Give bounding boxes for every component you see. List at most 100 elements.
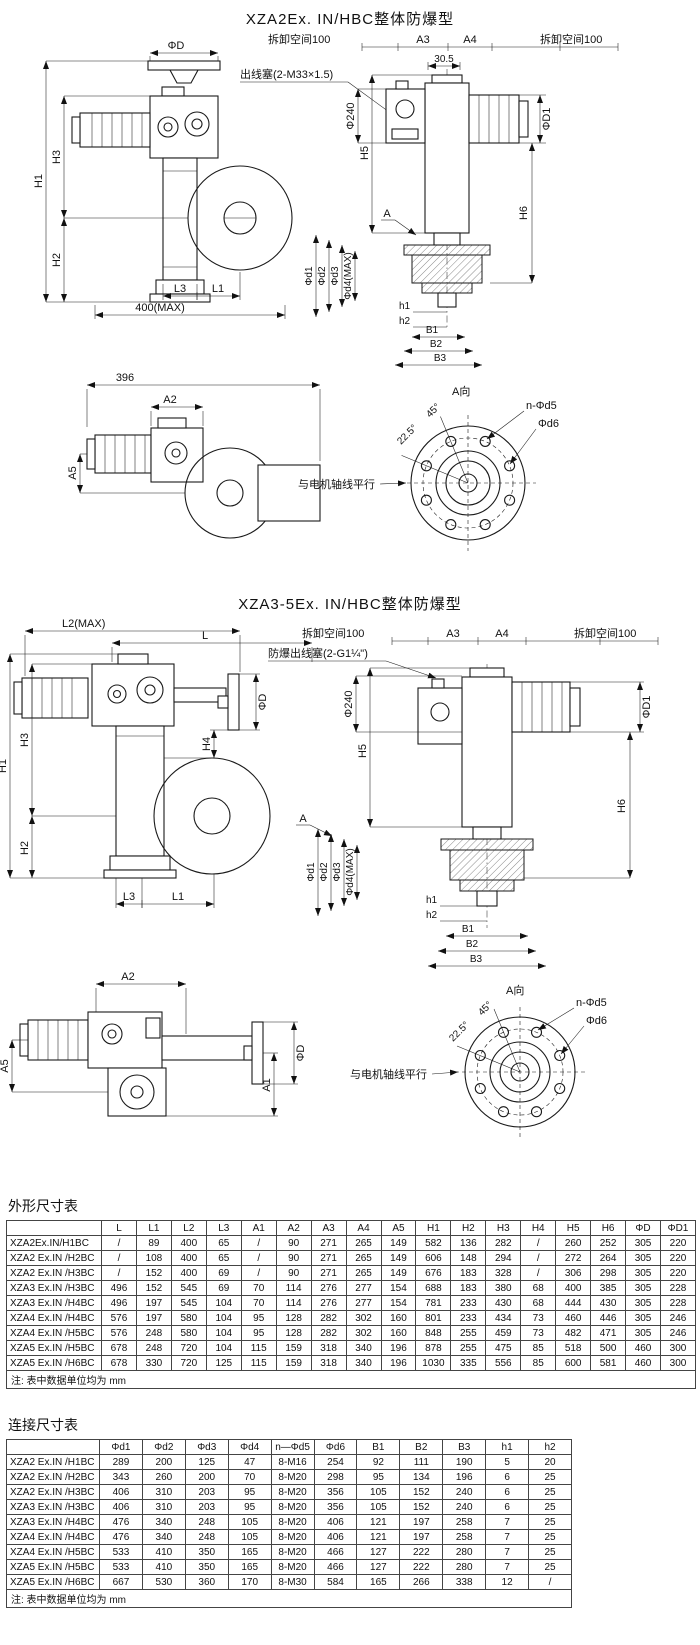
cell: 127 — [356, 1559, 401, 1575]
control-head — [149, 95, 219, 159]
cell: 678 — [101, 1340, 137, 1356]
callout-label-phid6: Φd6 — [538, 418, 559, 430]
dim-label-phid4: Φd4(MAX) — [343, 252, 354, 299]
row-header: XZA2 Ex.IN /H3BC — [6, 1265, 102, 1281]
worm-shaft — [173, 687, 227, 703]
callout-phid6: Φd6 — [509, 418, 559, 465]
dim-H2: H2 — [51, 218, 67, 302]
view-A-label: A — [383, 208, 391, 220]
cell: 8-M20 — [270, 1559, 315, 1575]
row-header: XZA5 Ex.IN /H6BC — [6, 1355, 102, 1371]
row-header: XZA5 Ex.IN /H6BC — [6, 1574, 100, 1590]
cell: 446 — [590, 1310, 627, 1326]
view-A-label: A — [299, 813, 307, 825]
dim-L3-L1: L3 L1 — [162, 272, 241, 300]
cell: 65 — [205, 1235, 242, 1251]
base-flange — [103, 855, 177, 879]
cell: 149 — [380, 1250, 417, 1266]
cell: 460 — [625, 1355, 661, 1371]
row-header: XZA2Ex.IN/H1BC — [6, 1235, 102, 1251]
cell: 25 — [528, 1529, 572, 1545]
dim-H3: H3 — [51, 95, 188, 219]
cell: 310 — [141, 1499, 186, 1515]
cell: 196 — [442, 1469, 487, 1485]
dim-h1-h2: h1 h2 — [426, 895, 487, 922]
drawing-xza2-top-flange: 396 A2 A5 — [67, 372, 559, 551]
cell: 330 — [135, 1355, 172, 1371]
cell: 152 — [135, 1265, 172, 1281]
dim-phiD1: ΦD1 — [519, 94, 553, 144]
cell: 258 — [442, 1514, 487, 1530]
cell: / — [520, 1250, 557, 1266]
dim-label-A3: A3 — [446, 628, 459, 640]
dim-label-space-left: 拆卸空间100 — [302, 626, 364, 640]
dim-H1: H1 — [0, 653, 118, 879]
column-header: A1 — [240, 1220, 277, 1236]
cell: 69 — [205, 1265, 242, 1281]
cell: 197 — [399, 1514, 444, 1530]
dim-label-h2: h2 — [399, 316, 411, 327]
dim-phid1: Φd1 — [306, 829, 321, 916]
cell: 720 — [170, 1340, 207, 1356]
angle-225-label: 22.5° — [395, 423, 419, 447]
column-header: ΦD1 — [660, 1220, 696, 1236]
section2-title: XZA3-5Ex. IN/HBC整体防爆型 — [238, 596, 462, 613]
cell: 68 — [520, 1295, 557, 1311]
cell: 25 — [528, 1544, 572, 1560]
cell: 220 — [660, 1250, 696, 1266]
column-header: h1 — [485, 1439, 530, 1455]
cell: 676 — [415, 1265, 452, 1281]
cell: 197 — [135, 1295, 172, 1311]
cell: 294 — [485, 1250, 522, 1266]
cell: 282 — [310, 1325, 347, 1341]
cell: 400 — [170, 1235, 207, 1251]
cell: 606 — [415, 1250, 452, 1266]
cell: 1030 — [415, 1355, 452, 1371]
table-note: 注: 表中数据单位均为 mm — [6, 1589, 572, 1608]
column-header: L — [101, 1220, 137, 1236]
cell: 25 — [528, 1559, 572, 1575]
cell: 200 — [184, 1469, 229, 1485]
cell: 190 — [442, 1454, 487, 1470]
cell: 90 — [275, 1250, 312, 1266]
cell: 533 — [99, 1559, 143, 1575]
cell: 7 — [485, 1514, 530, 1530]
dim-30p5: 30.5 — [427, 54, 461, 70]
cell: 255 — [450, 1340, 487, 1356]
cell: 95 — [227, 1484, 272, 1500]
cell: 460 — [625, 1340, 661, 1356]
dim-H3: H3 — [19, 663, 154, 817]
output-arm — [161, 1035, 255, 1061]
cell: 328 — [485, 1265, 522, 1281]
cell: 318 — [310, 1355, 347, 1371]
cell: 500 — [590, 1340, 627, 1356]
cell: 258 — [442, 1529, 487, 1545]
dim-label-phiD1: ΦD1 — [541, 108, 553, 131]
top-housing — [107, 1067, 167, 1117]
cell: 688 — [415, 1280, 452, 1296]
handwheel — [147, 60, 221, 97]
cell: 47 — [227, 1454, 272, 1470]
side-motor — [468, 94, 529, 144]
dim-label-h1: h1 — [399, 301, 411, 312]
cell: 183 — [450, 1280, 487, 1296]
cell: 105 — [356, 1484, 401, 1500]
drawing-xza35-front-side: L2(MAX) L — [0, 618, 659, 969]
cell: 248 — [135, 1340, 172, 1356]
cell: 121 — [356, 1529, 401, 1545]
cell: 220 — [660, 1235, 696, 1251]
column-header: Φd1 — [99, 1439, 143, 1455]
cell: 720 — [170, 1355, 207, 1371]
dim-A2: A2 — [95, 972, 187, 1034]
row-header: XZA4 Ex.IN /H4BC — [6, 1529, 100, 1545]
cell: 600 — [555, 1355, 592, 1371]
cell: 276 — [310, 1280, 347, 1296]
cell: 430 — [485, 1295, 522, 1311]
cell: 111 — [399, 1454, 444, 1470]
